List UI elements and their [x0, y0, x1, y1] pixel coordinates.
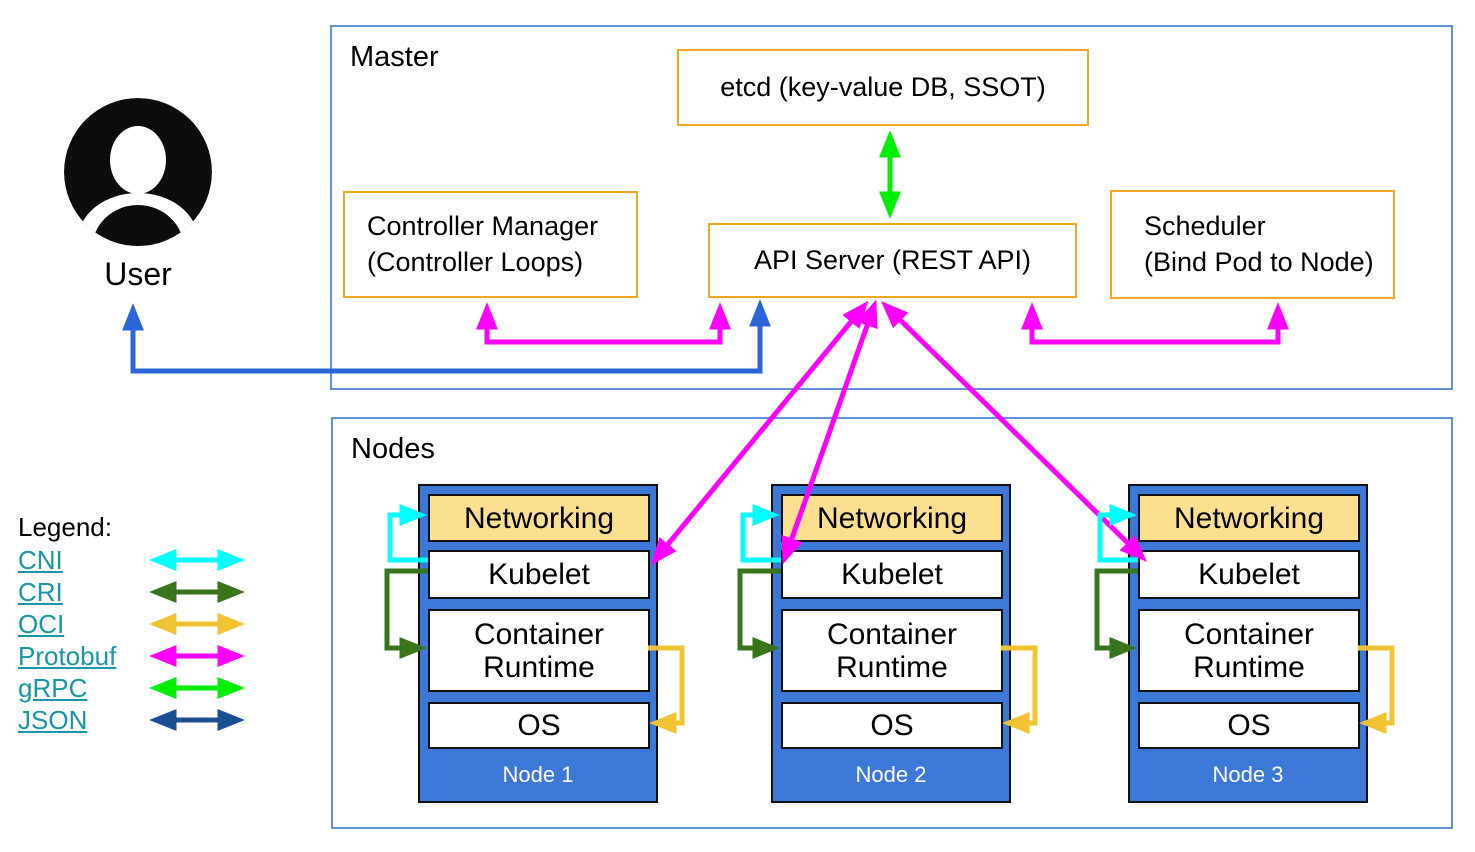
- kubelet-label: Kubelet: [841, 558, 943, 591]
- node-2: Networking Kubelet Container Runtime OS …: [771, 484, 1011, 803]
- protobuf-legend-arrow-icon: [149, 645, 245, 667]
- legend-link-oci[interactable]: OCI: [18, 608, 65, 639]
- node-3: Networking Kubelet Container Runtime OS …: [1128, 484, 1368, 803]
- node-3-container-runtime-box: Container Runtime: [1138, 609, 1360, 692]
- node-3-kubelet-box: Kubelet: [1138, 550, 1360, 599]
- os-label: OS: [1227, 709, 1271, 742]
- node-2-networking-box: Networking: [781, 494, 1003, 542]
- os-label: OS: [870, 709, 914, 742]
- legend-link-json[interactable]: JSON: [18, 704, 88, 735]
- node-1: Networking Kubelet Container Runtime OS …: [418, 484, 658, 803]
- scheduler-label-line2: (Bind Pod to Node): [1144, 246, 1374, 277]
- scheduler-box: Scheduler (Bind Pod to Node): [1110, 190, 1395, 299]
- node-3-label: Node 3: [1212, 762, 1284, 787]
- etcd-label: etcd (key-value DB, SSOT): [720, 71, 1046, 102]
- cni-legend-arrow-icon: [149, 549, 245, 571]
- person-circle-icon: [64, 98, 212, 246]
- legend-row-cni: CNI: [18, 544, 252, 576]
- node-1-networking-box: Networking: [428, 494, 650, 542]
- node-1-container-runtime-box: Container Runtime: [428, 609, 650, 692]
- legend-row-oci: OCI: [18, 608, 252, 640]
- legend: Legend: CNI CRI OCI Protobuf gRP: [18, 510, 252, 736]
- grpc-legend-arrow-icon: [149, 677, 245, 699]
- nodes-title: Nodes: [351, 433, 435, 465]
- user-label: User: [104, 256, 172, 292]
- json-legend-arrow-icon: [149, 709, 245, 731]
- legend-link-protobuf[interactable]: Protobuf: [18, 640, 117, 671]
- controller-manager-box: Controller Manager (Controller Loops): [343, 191, 638, 298]
- node-1-label: Node 1: [502, 762, 574, 787]
- legend-row-protobuf: Protobuf: [18, 640, 252, 672]
- kubelet-label: Kubelet: [1198, 558, 1300, 591]
- api-server-box: API Server (REST API): [708, 223, 1077, 298]
- os-label: OS: [517, 709, 561, 742]
- scheduler-label-line1: Scheduler: [1144, 210, 1266, 241]
- kubelet-label: Kubelet: [488, 558, 590, 591]
- master-title: Master: [350, 41, 439, 73]
- controller-manager-label-line2: (Controller Loops): [367, 246, 584, 277]
- legend-link-cri[interactable]: CRI: [18, 576, 63, 607]
- legend-title: Legend:: [18, 512, 112, 542]
- node-2-kubelet-box: Kubelet: [781, 550, 1003, 599]
- controller-manager-label-line1: Controller Manager: [367, 210, 599, 241]
- node-2-container-runtime-box: Container Runtime: [781, 609, 1003, 692]
- node-3-os-box: OS: [1138, 702, 1360, 749]
- networking-label: Networking: [1173, 501, 1325, 535]
- node-2-os-box: OS: [781, 702, 1003, 749]
- etcd-box: etcd (key-value DB, SSOT): [677, 49, 1089, 126]
- node-3-networking-box: Networking: [1138, 494, 1360, 542]
- networking-label: Networking: [463, 501, 615, 535]
- cri-legend-arrow-icon: [149, 581, 245, 603]
- legend-link-cni[interactable]: CNI: [18, 544, 63, 575]
- node-1-kubelet-box: Kubelet: [428, 550, 650, 599]
- node-2-label: Node 2: [855, 762, 927, 787]
- container-runtime-label: Container Runtime: [473, 617, 605, 684]
- legend-row-grpc: gRPC: [18, 672, 252, 704]
- container-runtime-label: Container Runtime: [1183, 617, 1315, 684]
- legend-row-cri: CRI: [18, 576, 252, 608]
- oci-legend-arrow-icon: [149, 613, 245, 635]
- networking-label: Networking: [816, 501, 968, 535]
- container-runtime-label: Container Runtime: [826, 617, 958, 684]
- legend-row-json: JSON: [18, 704, 252, 736]
- legend-link-grpc[interactable]: gRPC: [18, 672, 88, 703]
- node-1-os-box: OS: [428, 702, 650, 749]
- api-server-label: API Server (REST API): [753, 244, 1032, 275]
